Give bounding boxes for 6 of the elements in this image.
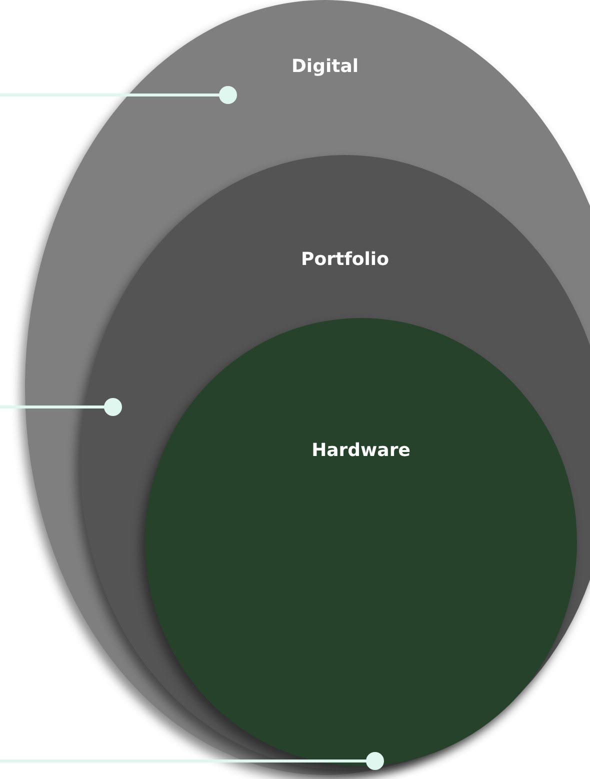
circle-label: Digital (291, 56, 359, 77)
leader-line (0, 86, 237, 104)
circle-label: Hardware (312, 440, 410, 461)
circle-label: Portfolio (301, 249, 389, 270)
leader-line (0, 398, 122, 416)
leader-line (0, 752, 384, 770)
